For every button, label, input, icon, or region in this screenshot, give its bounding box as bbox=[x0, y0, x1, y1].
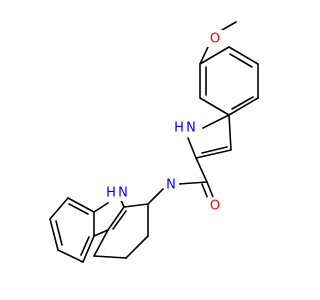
bond-double-c5-c4b-inner bbox=[80, 236, 90, 256]
bond-c3-c4ring bbox=[93, 255, 127, 259]
bond-double-c4a-c9a-inner bbox=[112, 210, 127, 230]
bond-double-c2-c3-inner bbox=[201, 146, 228, 154]
bond-c9a-n9 bbox=[120, 199, 125, 208]
bond-c4b-c4a bbox=[93, 229, 109, 237]
bond-c2-carbonyl bbox=[195, 157, 208, 183]
structure-canvas: O H N N O H N bbox=[49, 21, 259, 263]
bond-c7-c7a bbox=[199, 97, 230, 116]
bond-double-c4-c5-inner bbox=[229, 53, 253, 68]
bond-methyl-o bbox=[221, 21, 237, 31]
bond-n1-c2 bbox=[187, 137, 197, 159]
bond-c7a-c3a bbox=[228, 97, 259, 116]
bond-c3-c3a bbox=[228, 114, 232, 151]
bond-carbonyl-o-2 bbox=[201, 183, 209, 200]
carbonyl-oxygen-label: O bbox=[210, 199, 220, 214]
methoxy-oxygen-label: O bbox=[210, 32, 220, 47]
bond-c6-c5 bbox=[57, 249, 84, 263]
bond-c7a-n1 bbox=[202, 114, 230, 129]
bond-c4-c4a bbox=[93, 229, 109, 257]
bond-n9-c8a bbox=[93, 202, 109, 213]
bond-c8-c7 bbox=[49, 197, 69, 220]
carbazole-nh-hydrogen-label: H bbox=[106, 186, 116, 201]
bond-c7-c6 bbox=[49, 218, 59, 251]
bond-c4-c5 bbox=[228, 46, 259, 65]
bond-c9a-c1 bbox=[123, 203, 149, 208]
bond-n-c1 bbox=[147, 188, 164, 205]
indole-nh-hydrogen-label: H bbox=[174, 121, 184, 136]
bond-c4a-c9a bbox=[107, 206, 125, 231]
bond-carbonyl-o-1 bbox=[206, 181, 214, 198]
bond-double-c7a-c3a-inner bbox=[231, 96, 254, 110]
bond-double-c8a-c8-inner bbox=[68, 203, 89, 215]
bond-o-c6 bbox=[199, 46, 209, 65]
bond-c5-c4b bbox=[82, 235, 95, 263]
amide-nitrogen-label: N bbox=[166, 178, 176, 193]
bond-c5-c6 bbox=[199, 46, 230, 65]
bond-c2-c3 bbox=[195, 149, 232, 159]
bond-c2-c3ring bbox=[125, 235, 149, 259]
bond-carbonyl-n bbox=[178, 181, 208, 185]
indole-nh-nitrogen-label: N bbox=[186, 121, 196, 136]
molecule-drawing: O H N N O H N bbox=[49, 21, 259, 263]
bond-double-c7-c6-inner bbox=[55, 220, 63, 246]
carbazole-nh-nitrogen-label: N bbox=[118, 186, 128, 201]
bond-c8a-c8 bbox=[67, 197, 95, 213]
